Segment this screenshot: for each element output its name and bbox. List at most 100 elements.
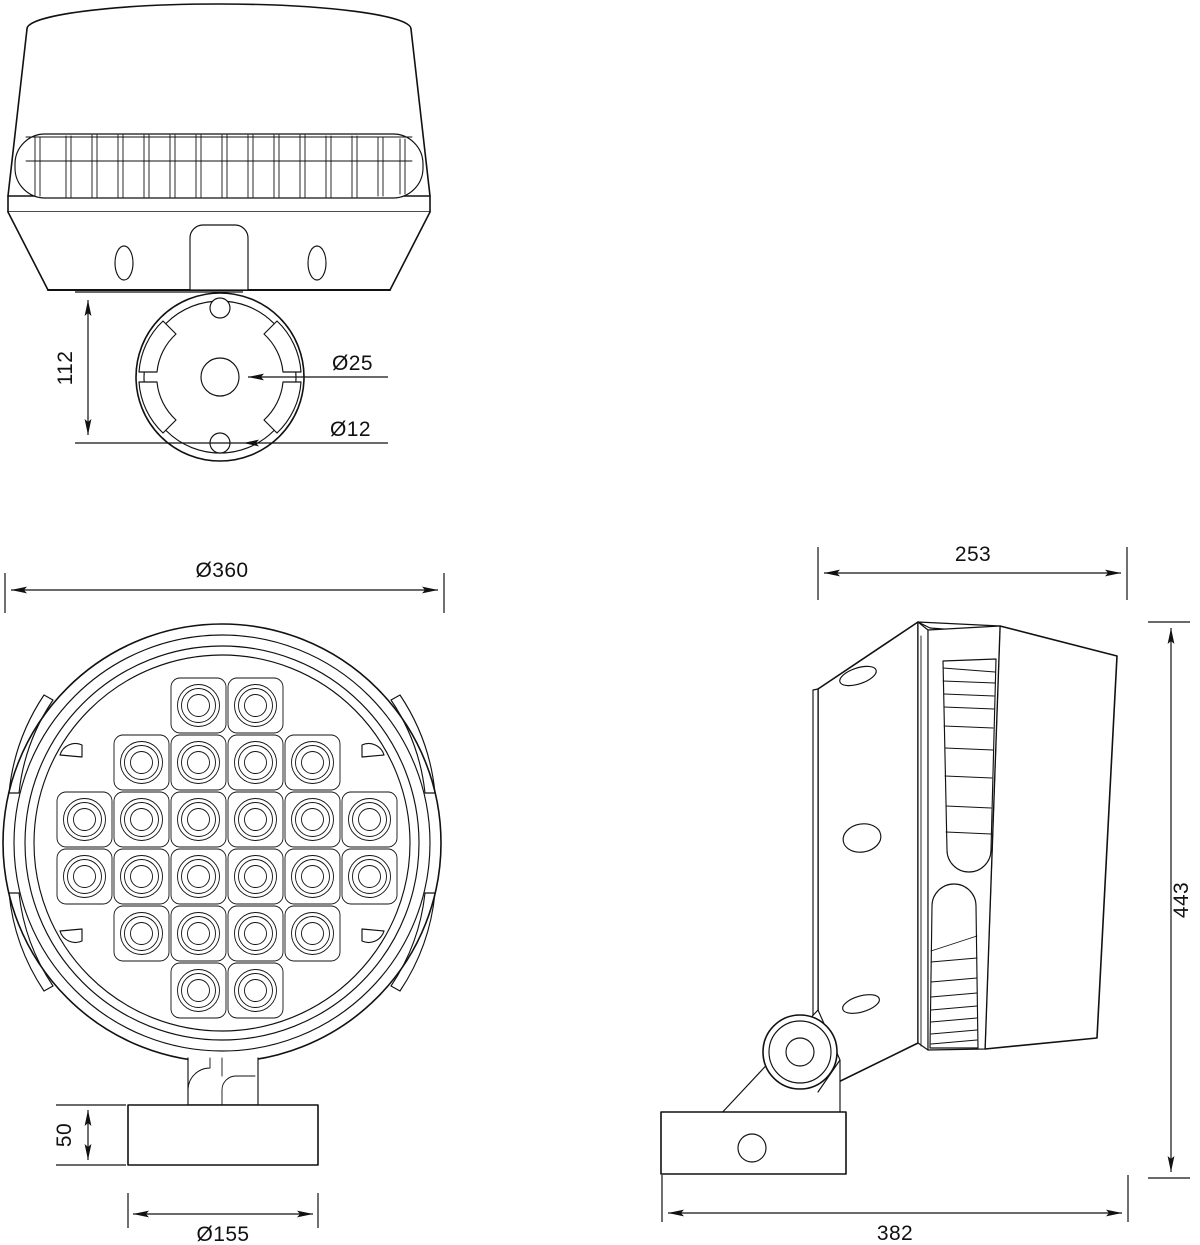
led-body bbox=[170, 791, 227, 848]
side-bracket-plate bbox=[812, 621, 919, 1093]
led-body bbox=[341, 848, 398, 905]
led-ring-inner bbox=[73, 865, 96, 888]
led-ring-inner bbox=[301, 922, 324, 945]
stem-fillet-left bbox=[187, 1057, 211, 1091]
led-body bbox=[284, 791, 341, 848]
led-body bbox=[113, 905, 170, 962]
led-ring-mid bbox=[295, 916, 330, 951]
led-body bbox=[284, 848, 341, 905]
led-ring-outer bbox=[177, 855, 220, 898]
led-ring-outer bbox=[177, 741, 220, 784]
led-module bbox=[284, 734, 341, 791]
mount-lug-shape bbox=[189, 224, 249, 291]
led-body bbox=[113, 848, 170, 905]
view-top: 112 Ø25 Ø12 bbox=[7, 3, 431, 462]
led-body bbox=[56, 791, 113, 848]
dimension-50: 50 bbox=[53, 1104, 126, 1166]
led-body bbox=[227, 734, 284, 791]
grille-band bbox=[25, 136, 413, 162]
led-ring-mid bbox=[124, 916, 159, 951]
led-ring-outer bbox=[291, 798, 334, 841]
led-ring-mid bbox=[352, 802, 387, 837]
led-module bbox=[284, 791, 341, 848]
led-module bbox=[284, 848, 341, 905]
rim-slot-lower-left bbox=[8, 892, 54, 992]
grille-outline bbox=[14, 133, 424, 199]
dimension-label-50: 50 bbox=[53, 1123, 76, 1147]
skirt-vent-left bbox=[114, 245, 134, 281]
led-body bbox=[170, 905, 227, 962]
stem-fillet-right bbox=[221, 1075, 256, 1106]
bracket-slot-bottom bbox=[842, 994, 880, 1014]
dimension-label-d12: Ø12 bbox=[330, 418, 371, 441]
led-body bbox=[284, 734, 341, 791]
bracket-plate-face bbox=[817, 621, 919, 1093]
led-ring-mid bbox=[181, 916, 216, 951]
dimension-label-382: 382 bbox=[877, 1222, 913, 1245]
led-ring-outer bbox=[348, 855, 391, 898]
led-ring-outer bbox=[234, 798, 277, 841]
pivot-hub-bore bbox=[785, 1037, 815, 1067]
led-ring-outer bbox=[234, 969, 277, 1012]
led-module bbox=[227, 905, 284, 962]
led-ring-inner bbox=[244, 922, 267, 945]
led-module bbox=[113, 905, 170, 962]
dimension-label-d155: Ø155 bbox=[197, 1223, 250, 1245]
led-body bbox=[170, 734, 227, 791]
bracket-slot-middle bbox=[842, 823, 882, 853]
led-body bbox=[284, 905, 341, 962]
led-ring-mid bbox=[67, 802, 102, 837]
led-ring-outer bbox=[120, 798, 163, 841]
led-ring-inner bbox=[358, 808, 381, 831]
led-ring-mid bbox=[295, 859, 330, 894]
tab-notch-upper-left bbox=[59, 742, 83, 758]
mount-slot-bottom-left bbox=[138, 381, 177, 434]
led-ring-outer bbox=[63, 855, 106, 898]
led-ring-mid bbox=[238, 859, 273, 894]
led-ring-mid bbox=[181, 688, 216, 723]
grille-fins bbox=[34, 134, 406, 198]
dimension-d360: Ø360 bbox=[4, 559, 445, 613]
led-ring-mid bbox=[181, 859, 216, 894]
led-ring-mid bbox=[181, 973, 216, 1008]
dimension-d12: Ø12 bbox=[243, 418, 388, 447]
led-ring-mid bbox=[181, 745, 216, 780]
led-ring-mid bbox=[238, 688, 273, 723]
rim-arc-slots bbox=[8, 694, 436, 992]
led-ring-outer bbox=[291, 855, 334, 898]
mount-slot-top-left bbox=[138, 320, 177, 373]
ventilation-grille bbox=[14, 133, 424, 199]
rim-slot-lower-right bbox=[390, 892, 436, 992]
dimension-d155: Ø155 bbox=[127, 1193, 319, 1245]
heatsink-left-edge bbox=[917, 621, 929, 1051]
led-body bbox=[227, 677, 284, 734]
body-right-slab bbox=[984, 625, 1118, 1050]
led-ring-inner bbox=[187, 694, 210, 717]
led-ring-inner bbox=[244, 694, 267, 717]
led-body bbox=[170, 677, 227, 734]
led-ring-inner bbox=[130, 751, 153, 774]
led-ring-mid bbox=[238, 802, 273, 837]
bracket-slot-top bbox=[839, 665, 877, 687]
led-ring-mid bbox=[295, 802, 330, 837]
led-ring-mid bbox=[67, 859, 102, 894]
led-ring-mid bbox=[238, 973, 273, 1008]
pivot-hub-mid bbox=[768, 1020, 832, 1084]
lower-slot-shape bbox=[929, 883, 979, 1049]
led-ring-mid bbox=[352, 859, 387, 894]
led-body bbox=[227, 905, 284, 962]
dimension-112: 112 bbox=[54, 291, 243, 444]
led-ring-inner bbox=[244, 751, 267, 774]
led-ring-outer bbox=[234, 741, 277, 784]
heatsink-upper-slot bbox=[942, 658, 997, 873]
led-module bbox=[227, 734, 284, 791]
center-bore-d25 bbox=[200, 357, 240, 397]
front-ring-3 bbox=[24, 645, 420, 1041]
dimension-label-253: 253 bbox=[955, 543, 991, 566]
led-ring-outer bbox=[291, 741, 334, 784]
led-body bbox=[170, 962, 227, 1019]
led-ring-mid bbox=[181, 802, 216, 837]
base-fixing-hole bbox=[737, 1133, 767, 1163]
dimension-label-d25: Ø25 bbox=[332, 352, 373, 375]
rim-slot-upper-left bbox=[8, 694, 54, 794]
